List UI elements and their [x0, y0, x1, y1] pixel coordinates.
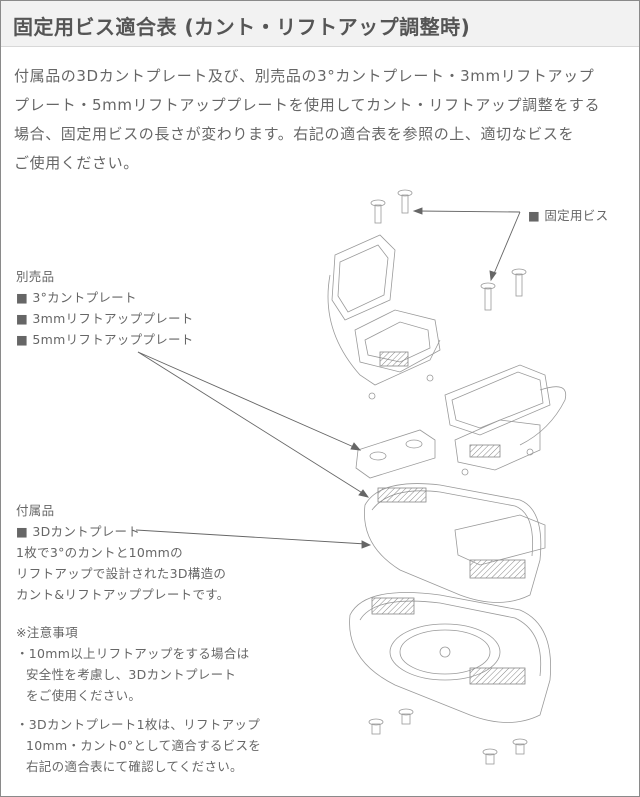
- note-line: ・3Dカントプレート1枚は、リフトアップ: [16, 717, 261, 732]
- screw-icon: [370, 199, 386, 224]
- product-item: ■ 3mmリフトアッププレート: [16, 311, 194, 326]
- cleat-base: [349, 592, 551, 723]
- screw-icon: [512, 738, 528, 755]
- screw-icon: [482, 748, 498, 765]
- intro-line: 付属品の3Dカントプレート及び、別売品の3°カントプレート・3mmリフトアップ: [14, 67, 595, 85]
- leader-lines: [135, 207, 521, 549]
- screw-icon: [480, 282, 496, 311]
- notes-section: ※注意事項 ・10mm以上リフトアップをする場合は 安全性を考慮し、3Dカントプ…: [16, 622, 261, 777]
- screw-label: ■ 固定用ビス: [528, 208, 609, 223]
- intro-line: ご使用ください。: [14, 154, 139, 172]
- cleat-rear-part: [444, 364, 567, 476]
- note-line: 右記の適合表にて確認してください。: [26, 759, 243, 774]
- sold-separately-section: 別売品 ■ 3°カントプレート ■ 3mmリフトアッププレート ■ 5mmリフト…: [16, 266, 194, 350]
- included-desc-line: カント&リフトアッププレートです。: [16, 587, 230, 602]
- screw-icon: [511, 268, 527, 297]
- included-heading: 付属品: [16, 503, 55, 518]
- included-item: ■ 3Dカントプレート: [16, 524, 141, 539]
- title-bar: 固定用ビス適合表 (カント・リフトアップ調整時): [1, 1, 639, 47]
- included-desc-line: リフトアップで設計された3D構造の: [16, 566, 227, 581]
- intro-line: 場合、固定用ビスの長さが変わります。右記の適合表を参照の上、適切なビスを: [14, 125, 575, 143]
- intro-paragraph: 付属品の3Dカントプレート及び、別売品の3°カントプレート・3mmリフトアップ …: [14, 62, 628, 178]
- page-title: 固定用ビス適合表 (カント・リフトアップ調整時): [13, 15, 471, 39]
- included-desc-line: 1枚で3°のカントと10mmの: [16, 545, 183, 560]
- product-item: ■ 5mmリフトアッププレート: [16, 332, 194, 347]
- note-line: 安全性を考慮し、3Dカントプレート: [26, 667, 237, 682]
- cleat-front-part: [327, 234, 441, 400]
- intro-line: プレート・5mmリフトアッププレートを使用してカント・リフトアップ調整をする: [14, 96, 601, 114]
- note-spacer: [16, 706, 261, 714]
- screw-icon: [368, 718, 384, 735]
- note-line: ・10mm以上リフトアップをする場合は: [16, 646, 250, 661]
- product-item: ■ 3°カントプレート: [16, 290, 137, 305]
- 3d-cant-plate: [364, 483, 546, 603]
- included-section: 付属品 ■ 3Dカントプレート 1枚で3°のカントと10mmの リフトアップで設…: [16, 500, 230, 605]
- lift-up-plate: [355, 429, 436, 479]
- notes-heading: ※注意事項: [16, 625, 78, 640]
- note-line: をご使用ください。: [26, 688, 142, 703]
- screw-icon: [397, 189, 413, 214]
- screw-icon: [398, 708, 414, 725]
- sold-separately-heading: 別売品: [16, 269, 55, 284]
- note-line: 10mm・カント0°として適合するビスを: [26, 738, 262, 753]
